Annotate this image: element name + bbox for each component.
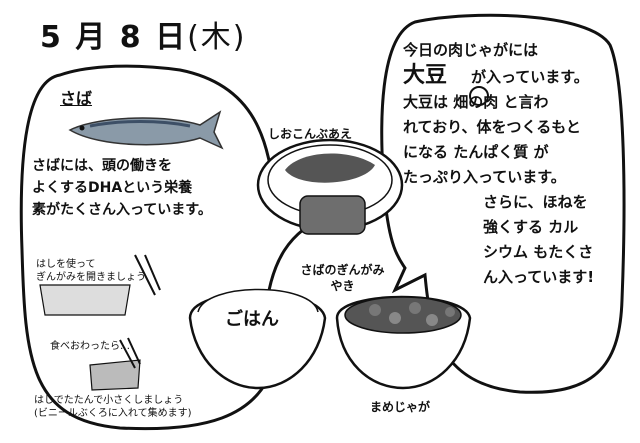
tip1-text: はしを使って ぎんがみを開きましょう bbox=[36, 258, 146, 284]
soybean-line: シウム もたくさ bbox=[483, 243, 594, 261]
soybean-line: さらに、ほねを bbox=[483, 193, 588, 211]
date-weekday: (木) bbox=[187, 20, 247, 55]
aemono-label: しおこんぶあえ bbox=[268, 127, 353, 141]
tip1-line: はしを使って bbox=[36, 259, 96, 270]
nikujaga-label: まめじゃが bbox=[370, 400, 431, 414]
soybean-body: 今日の肉じゃがには 大豆 が入っています。 大豆は 畑の肉 と言わ れており、体を… bbox=[403, 38, 618, 290]
soybean-icon bbox=[469, 86, 489, 106]
mackerel-fish-drawing bbox=[68, 110, 224, 150]
tip2-line: (ビニールぶくろに入れて集めます) bbox=[34, 408, 192, 419]
soybean-line: たっぷり入っています。 bbox=[403, 168, 566, 186]
nikujaga-bowl bbox=[335, 295, 472, 390]
saba-body-line: さばには、頭の働きを bbox=[32, 158, 172, 174]
date-heading: 5 月 8 日(木) bbox=[40, 12, 247, 56]
soybean-word: 大豆 bbox=[403, 63, 448, 88]
soybean-line-suffix: が入っています。 bbox=[471, 68, 589, 86]
gohan-label: ごはん bbox=[225, 309, 279, 330]
soybean-line: になる たんぱく質 が bbox=[403, 143, 549, 161]
soybean-line: れており、体をつくるもと bbox=[403, 118, 581, 136]
aemono-bowl bbox=[256, 138, 404, 235]
soybean-line: 大豆は 畑の肉 と言わ bbox=[403, 93, 549, 111]
soybean-line: 今日の肉じゃがには bbox=[403, 41, 539, 59]
saba-body-line: よくするDHAという栄養 bbox=[32, 180, 193, 196]
rice-bowl bbox=[188, 288, 327, 390]
tip2-line: はしでたたんで小さくしましょう bbox=[34, 395, 184, 406]
foil-fold-illustration bbox=[89, 337, 141, 391]
soybean-line: ん入っています! bbox=[483, 268, 595, 286]
tip2-text: はしでたたんで小さくしましょう (ビニールぶくろに入れて集めます) bbox=[34, 394, 234, 420]
saba-body-line: 素がたくさん入っています。 bbox=[32, 202, 212, 218]
saba-body: さばには、頭の働きを よくするDHAという栄養 素がたくさん入っています。 bbox=[32, 155, 272, 221]
tip1-line: ぎんがみを開きましょう bbox=[36, 272, 146, 283]
soybean-line: 強くする カル bbox=[483, 218, 579, 236]
tip2-heading: 食べおわったら… bbox=[50, 341, 130, 352]
saba-dish-label: さばのぎんがみやき bbox=[300, 263, 385, 293]
foil-open-illustration bbox=[39, 254, 161, 316]
saba-heading: さば bbox=[60, 89, 93, 108]
date-day: 5 月 8 日 bbox=[40, 20, 188, 55]
soybean-line-2: 大豆 が入っています。 bbox=[403, 63, 618, 90]
